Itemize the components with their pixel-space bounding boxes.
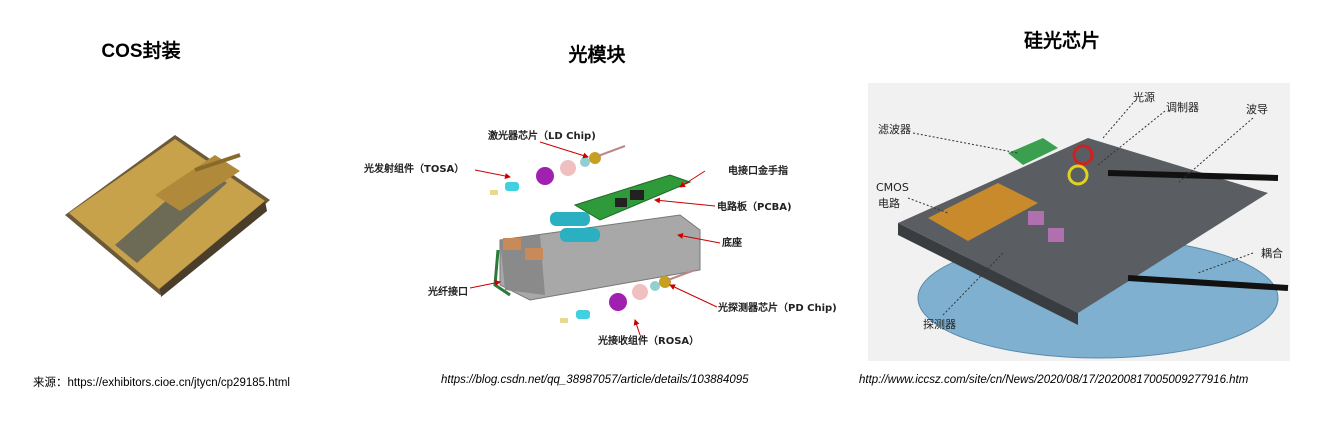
label-gold-finger: 电接口金手指 (728, 164, 788, 177)
label-filter: 滤波器 (878, 123, 911, 136)
label-light-source: 光源 (1133, 90, 1155, 104)
silicon-source-caption: http://www.iccsz.com/site/cn/News/2020/0… (859, 374, 1249, 386)
label-rosa: 光接收组件（ROSA） (597, 334, 699, 347)
optical-module-diagram: 激光器芯片（LD Chip) 光发射组件（TOSA） 电接口金手指 电路板（PC… (363, 129, 837, 347)
label-base: 底座 (722, 236, 742, 249)
label-waveguide: 波导 (1246, 103, 1268, 116)
label-ld-chip: 激光器芯片（LD Chip) (488, 129, 596, 142)
label-modulator: 调制器 (1166, 101, 1199, 114)
label-tosa: 光发射组件（TOSA） (363, 162, 464, 175)
cos-source-caption: 来源：https://exhibitors.cioe.cn/jtycn/cp29… (33, 377, 290, 389)
label-cmos-line1: CMOS (876, 181, 909, 194)
label-fiber-port: 光纤接口 (427, 285, 468, 298)
module-source-caption: https://blog.csdn.net/qq_38987057/articl… (441, 374, 749, 386)
silicon-chip-title: 硅光芯片 (1023, 31, 1101, 52)
label-coupling: 耦合 (1261, 246, 1283, 260)
label-detector: 探测器 (923, 318, 956, 331)
label-pd-chip: 光探测器芯片（PD Chip) (717, 301, 837, 314)
label-pcba: 电路板（PCBA) (717, 200, 792, 213)
module-title: 光模块 (568, 45, 626, 66)
cos-package-image (65, 135, 270, 297)
label-cmos-line2: 电路 (878, 197, 900, 210)
cos-title: COS封装 (101, 41, 181, 62)
silicon-photonics-chip-image: 光源 调制器 滤波器 波导 CMOS 电路 耦合 探测器 (868, 83, 1290, 361)
